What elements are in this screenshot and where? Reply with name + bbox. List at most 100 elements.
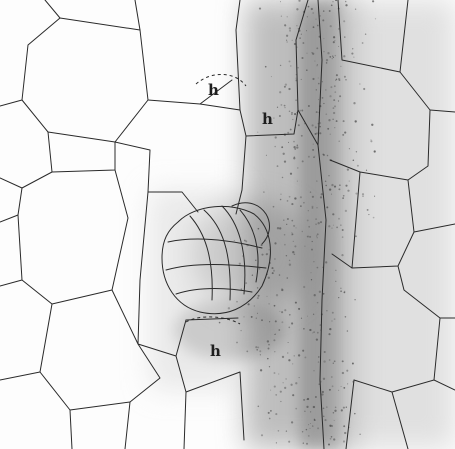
- stipple-dot: [313, 26, 315, 28]
- stipple-dot: [333, 99, 335, 101]
- stipple-dot: [334, 420, 335, 421]
- stipple-dot: [311, 8, 313, 10]
- stipple-dot: [346, 407, 347, 408]
- stipple-dot: [257, 313, 258, 314]
- stipple-dot: [312, 425, 313, 426]
- stipple-dot: [263, 191, 264, 192]
- stipple-dot: [317, 332, 319, 334]
- stipple-dot: [344, 36, 345, 37]
- stipple-dot: [325, 185, 326, 186]
- stipple-dot: [330, 25, 332, 27]
- stipple-dot: [268, 412, 270, 414]
- stipple-dot: [281, 16, 282, 17]
- stipple-dot: [258, 295, 260, 297]
- stipple-dot: [326, 62, 328, 64]
- stipple-dot: [333, 41, 335, 43]
- stipple-dot: [316, 111, 318, 113]
- stipple-dot: [308, 6, 310, 8]
- stipple-dot: [255, 260, 256, 261]
- stipple-dot: [274, 146, 276, 148]
- stipple-dot: [323, 378, 325, 380]
- stipple-dot: [290, 129, 292, 131]
- stipple-dot: [318, 83, 320, 85]
- stipple-dot: [312, 124, 314, 126]
- stipple-dot: [293, 241, 294, 242]
- stipple-dot: [334, 91, 336, 93]
- stipple-dot: [343, 120, 345, 122]
- stipple-dot: [298, 308, 300, 310]
- stipple-dot: [330, 86, 332, 88]
- stipple-dot: [327, 128, 329, 130]
- stipple-dot: [312, 78, 314, 80]
- stipple-dot: [359, 434, 360, 435]
- stipple-dot: [322, 154, 323, 155]
- stipple-dot: [311, 52, 312, 53]
- stipple-dot: [316, 180, 318, 182]
- stipple-dot: [356, 151, 357, 152]
- stipple-dot: [259, 8, 261, 10]
- stipple-dot: [303, 399, 305, 401]
- stipple-dot: [338, 140, 339, 141]
- stipple-dot: [318, 77, 319, 78]
- stipple-dot: [331, 184, 333, 186]
- stipple-dot: [362, 42, 364, 44]
- stipple-dot: [239, 263, 241, 265]
- stipple-dot: [345, 1, 347, 3]
- stipple-dot: [307, 316, 308, 317]
- stipple-dot: [295, 227, 296, 228]
- stipple-dot: [274, 386, 276, 388]
- stipple-dot: [328, 119, 330, 121]
- stipple-dot: [295, 302, 297, 304]
- stipple-dot: [284, 24, 285, 25]
- stipple-dot: [302, 160, 304, 162]
- stipple-dot: [281, 289, 283, 291]
- stipple-dot: [266, 253, 268, 255]
- stipple-dot: [306, 69, 308, 71]
- stipple-dot: [286, 255, 287, 256]
- stipple-dot: [276, 442, 277, 443]
- stipple-dot: [313, 314, 314, 315]
- stipple-dot: [284, 309, 286, 311]
- stipple-dot: [301, 79, 302, 80]
- stipple-dot: [298, 124, 300, 126]
- stipple-dot: [333, 57, 334, 58]
- stipple-dot: [318, 99, 319, 100]
- stipple-dot: [351, 53, 353, 55]
- stipple-dot: [312, 241, 313, 242]
- stipple-dot: [315, 19, 316, 20]
- stipple-dot: [260, 354, 261, 355]
- stipple-dot: [274, 305, 276, 307]
- stipple-dot: [323, 38, 324, 39]
- label-h-bottom: h: [210, 344, 221, 359]
- stipple-dot: [339, 79, 341, 81]
- stipple-dot: [319, 15, 321, 17]
- stipple-dot: [328, 225, 330, 227]
- stipple-dot: [296, 8, 298, 10]
- stipple-dot: [291, 113, 293, 115]
- stipple-dot: [290, 384, 292, 386]
- stipple-dot: [287, 16, 288, 17]
- stipple-dot: [324, 351, 326, 353]
- stipple-dot: [375, 18, 376, 19]
- stipple-dot: [300, 205, 302, 207]
- stipple-dot: [273, 118, 274, 119]
- stipple-dot: [326, 206, 328, 208]
- stipple-dot: [287, 132, 289, 134]
- stipple-dot: [278, 430, 280, 432]
- stipple-dot: [311, 279, 312, 280]
- stipple-dot: [315, 218, 317, 220]
- stipple-dot: [343, 387, 345, 389]
- stipple-dot: [295, 408, 297, 410]
- stipple-dot: [301, 110, 303, 112]
- stipple-dot: [335, 80, 336, 81]
- stipple-dot: [296, 146, 298, 148]
- stipple-dot: [331, 227, 332, 228]
- stipple-dot: [281, 311, 283, 313]
- stipple-dot: [331, 4, 333, 6]
- stipple-dot: [286, 40, 287, 41]
- stipple-dot: [292, 40, 293, 41]
- stipple-dot: [294, 148, 296, 150]
- stipple-dot: [309, 329, 311, 331]
- stipple-dot: [326, 310, 327, 311]
- stipple-dot: [302, 350, 304, 352]
